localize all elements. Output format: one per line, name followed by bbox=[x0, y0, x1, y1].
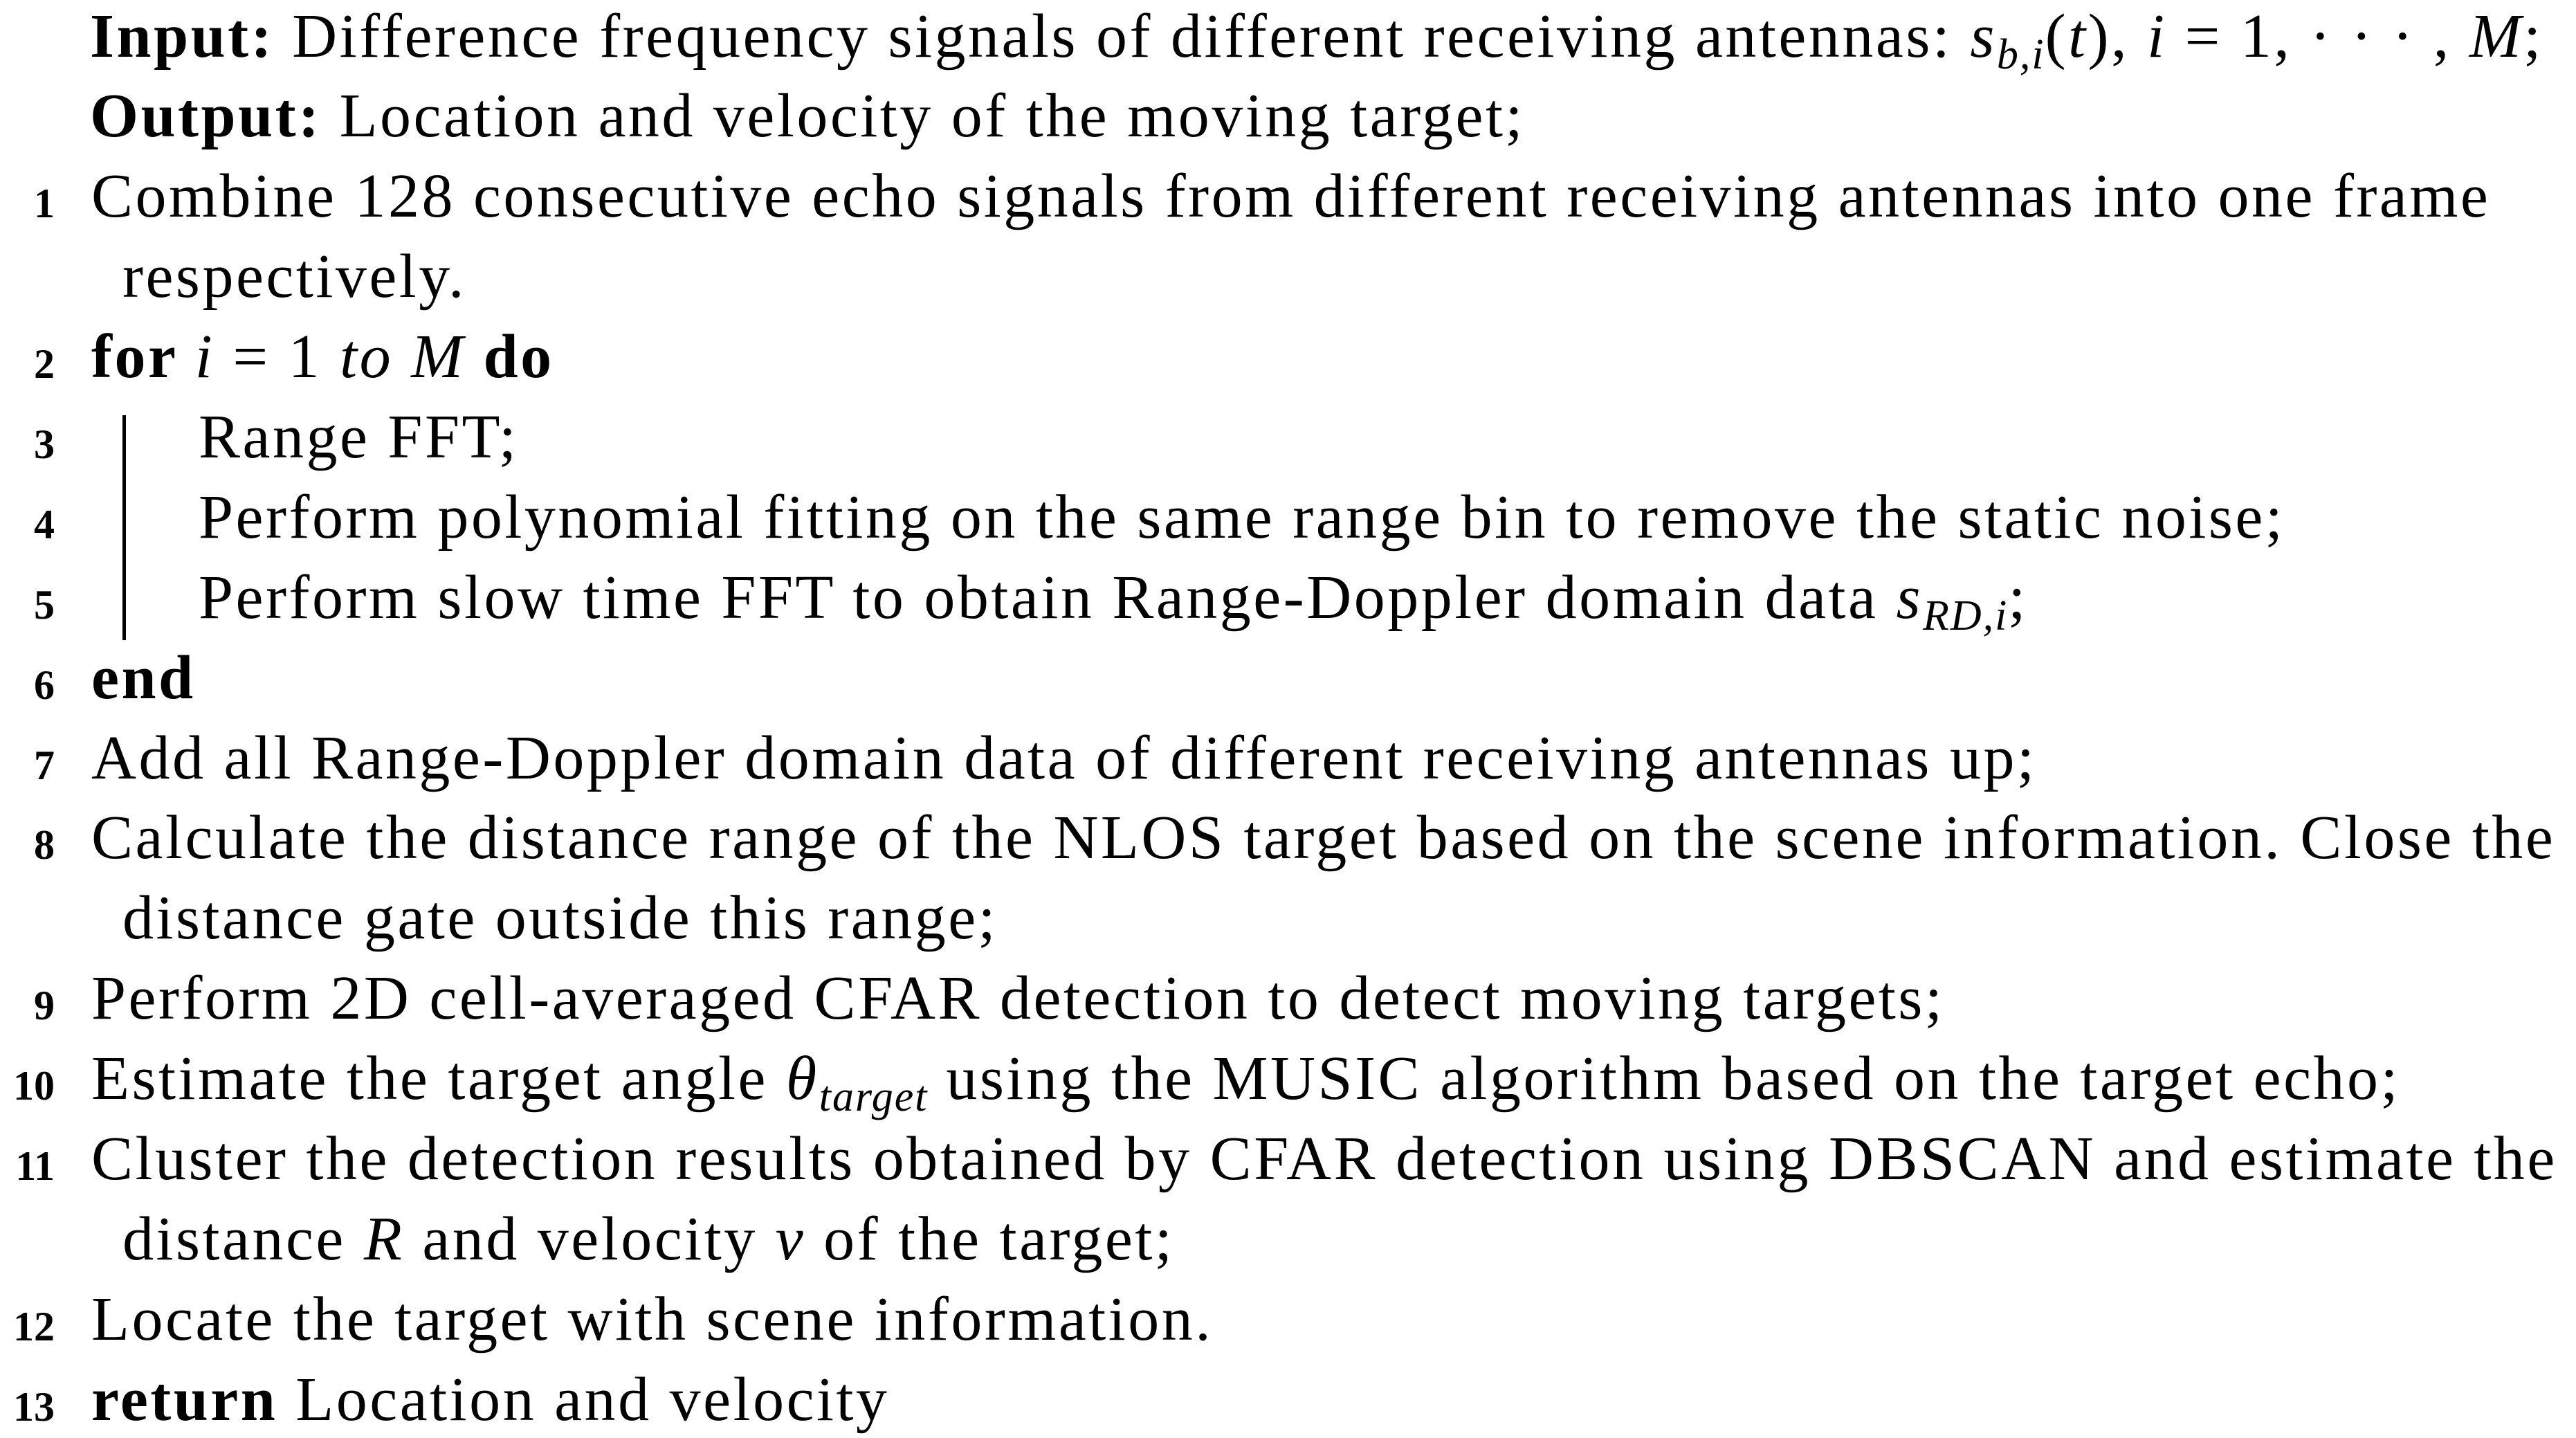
algorithm-line: Locate the target with scene information… bbox=[91, 1280, 1213, 1360]
algorithm-line: Output: Location and velocity of the mov… bbox=[90, 76, 1525, 156]
algorithm-text-segment: Perform polynomial fitting on the same r… bbox=[199, 483, 2285, 552]
algorithm-text-segment: θ bbox=[786, 1044, 819, 1113]
algorithm-text-segment: ( bbox=[2045, 2, 2069, 71]
algorithm-text-segment: Output: bbox=[90, 82, 340, 150]
algorithm-line: respectively. bbox=[122, 237, 466, 317]
algorithm-text-segment: Cluster the detection results obtained b… bbox=[91, 1125, 2557, 1193]
algorithm-line: Range FFT; bbox=[199, 397, 519, 477]
algorithm-text-segment: of the target; bbox=[805, 1205, 1175, 1273]
algorithm-text-segment: t bbox=[2068, 2, 2088, 71]
algorithm-line: Cluster the detection results obtained b… bbox=[91, 1119, 2557, 1199]
algorithm-line: Perform 2D cell-averaged CFAR detection … bbox=[91, 958, 1944, 1039]
algorithm-text-segment: to bbox=[340, 322, 394, 391]
algorithm-text-segment: using the MUSIC algorithm based on the t… bbox=[928, 1044, 2401, 1113]
algorithm-line: Combine 128 consecutive echo signals fro… bbox=[91, 156, 2490, 237]
algorithm-line: return Location and velocity bbox=[91, 1360, 890, 1438]
algorithm-text-segment: Perform 2D cell-averaged CFAR detection … bbox=[91, 964, 1945, 1032]
algorithm-text-segment: s bbox=[1970, 2, 1997, 71]
line-number: 1 bbox=[34, 181, 55, 226]
algorithm-text-segment: target bbox=[819, 1073, 929, 1120]
algorithm-text-segment: Add all Range-Doppler domain data of dif… bbox=[91, 724, 2037, 792]
algorithm-text-segment: return bbox=[91, 1365, 296, 1434]
algorithm-text-segment: = 1, · · · , bbox=[2166, 2, 2469, 71]
algorithm-text-segment: Difference frequency signals of differen… bbox=[292, 2, 1971, 71]
algorithm-line: Input: Difference frequency signals of d… bbox=[90, 0, 2543, 95]
line-number: 3 bbox=[34, 421, 55, 467]
algorithm-line: Calculate the distance range of the NLOS… bbox=[91, 798, 2555, 878]
algorithm-text-segment: do bbox=[483, 322, 554, 391]
algorithm-line: Perform slow time FFT to obtain Range-Do… bbox=[199, 558, 2028, 656]
algorithm-text-segment: ), bbox=[2088, 2, 2148, 71]
algorithm-text-segment: distance gate outside this range; bbox=[122, 884, 998, 952]
algorithm-text-segment: b,i bbox=[1996, 31, 2045, 78]
algorithm-text-segment bbox=[393, 322, 411, 391]
line-number: 6 bbox=[34, 662, 55, 708]
algorithm-line: end bbox=[91, 638, 196, 718]
line-number: 5 bbox=[34, 582, 55, 628]
algorithm-line: distance R and velocity v of the target; bbox=[122, 1199, 1174, 1280]
algorithm-text-segment: i bbox=[194, 322, 215, 391]
line-number: 4 bbox=[34, 502, 55, 547]
algorithm-text-segment: Perform slow time FFT to obtain Range-Do… bbox=[199, 563, 1897, 632]
line-number: 9 bbox=[34, 983, 55, 1028]
algorithm-text-segment: i bbox=[2147, 2, 2167, 71]
algorithm-line: Add all Range-Doppler domain data of dif… bbox=[91, 718, 2036, 799]
algorithm-line: Perform polynomial fitting on the same r… bbox=[199, 477, 2285, 558]
algorithm-line: distance gate outside this range; bbox=[122, 878, 998, 958]
algorithm-line: for i = 1 to M do bbox=[91, 317, 554, 397]
line-number: 13 bbox=[13, 1384, 55, 1430]
algorithm-line: Estimate the target angle θtarget using … bbox=[91, 1039, 2400, 1137]
algorithm-text-segment: Combine 128 consecutive echo signals fro… bbox=[91, 162, 2491, 230]
algorithm-text-segment: distance bbox=[122, 1205, 364, 1273]
algorithm-text-segment: s bbox=[1896, 563, 1924, 632]
line-number: 7 bbox=[34, 743, 55, 788]
algorithm-text-segment: Estimate the target angle bbox=[91, 1044, 787, 1113]
line-number: 12 bbox=[13, 1304, 55, 1349]
algorithm-text-segment: v bbox=[775, 1205, 806, 1273]
algorithm-text-segment: Range FFT; bbox=[199, 403, 519, 471]
for-loop-scope-line bbox=[122, 415, 126, 640]
line-number: 10 bbox=[13, 1063, 55, 1109]
algorithm-text-segment: and velocity bbox=[404, 1205, 776, 1273]
algorithm-text-segment: Location and velocity of the moving targ… bbox=[339, 82, 1525, 150]
algorithm-text-segment: ; bbox=[2008, 563, 2028, 632]
algorithm-text-segment: M bbox=[2469, 2, 2524, 71]
algorithm-text-segment: Calculate the distance range of the NLOS… bbox=[91, 803, 2556, 872]
algorithm-text-segment: for bbox=[91, 322, 195, 391]
line-number: 8 bbox=[34, 822, 55, 868]
algorithm-text-segment: M bbox=[411, 322, 466, 391]
line-number: 11 bbox=[15, 1143, 55, 1189]
algorithm-text-segment bbox=[466, 322, 484, 391]
algorithm-text-segment: ; bbox=[2523, 2, 2543, 71]
algorithm-text-segment: Locate the target with scene information… bbox=[91, 1285, 1214, 1354]
algorithm-text-segment: Location and velocity bbox=[295, 1365, 890, 1434]
algorithm-text-segment: respectively. bbox=[122, 242, 466, 311]
algorithm-text-segment: RD,i bbox=[1923, 592, 2009, 639]
algorithm-text-segment: Input: bbox=[90, 2, 293, 71]
line-number: 2 bbox=[34, 341, 55, 387]
algorithm-text-segment: R bbox=[363, 1205, 405, 1273]
algorithm-text-segment: = 1 bbox=[214, 322, 340, 391]
algorithm-text-segment: end bbox=[91, 644, 196, 712]
